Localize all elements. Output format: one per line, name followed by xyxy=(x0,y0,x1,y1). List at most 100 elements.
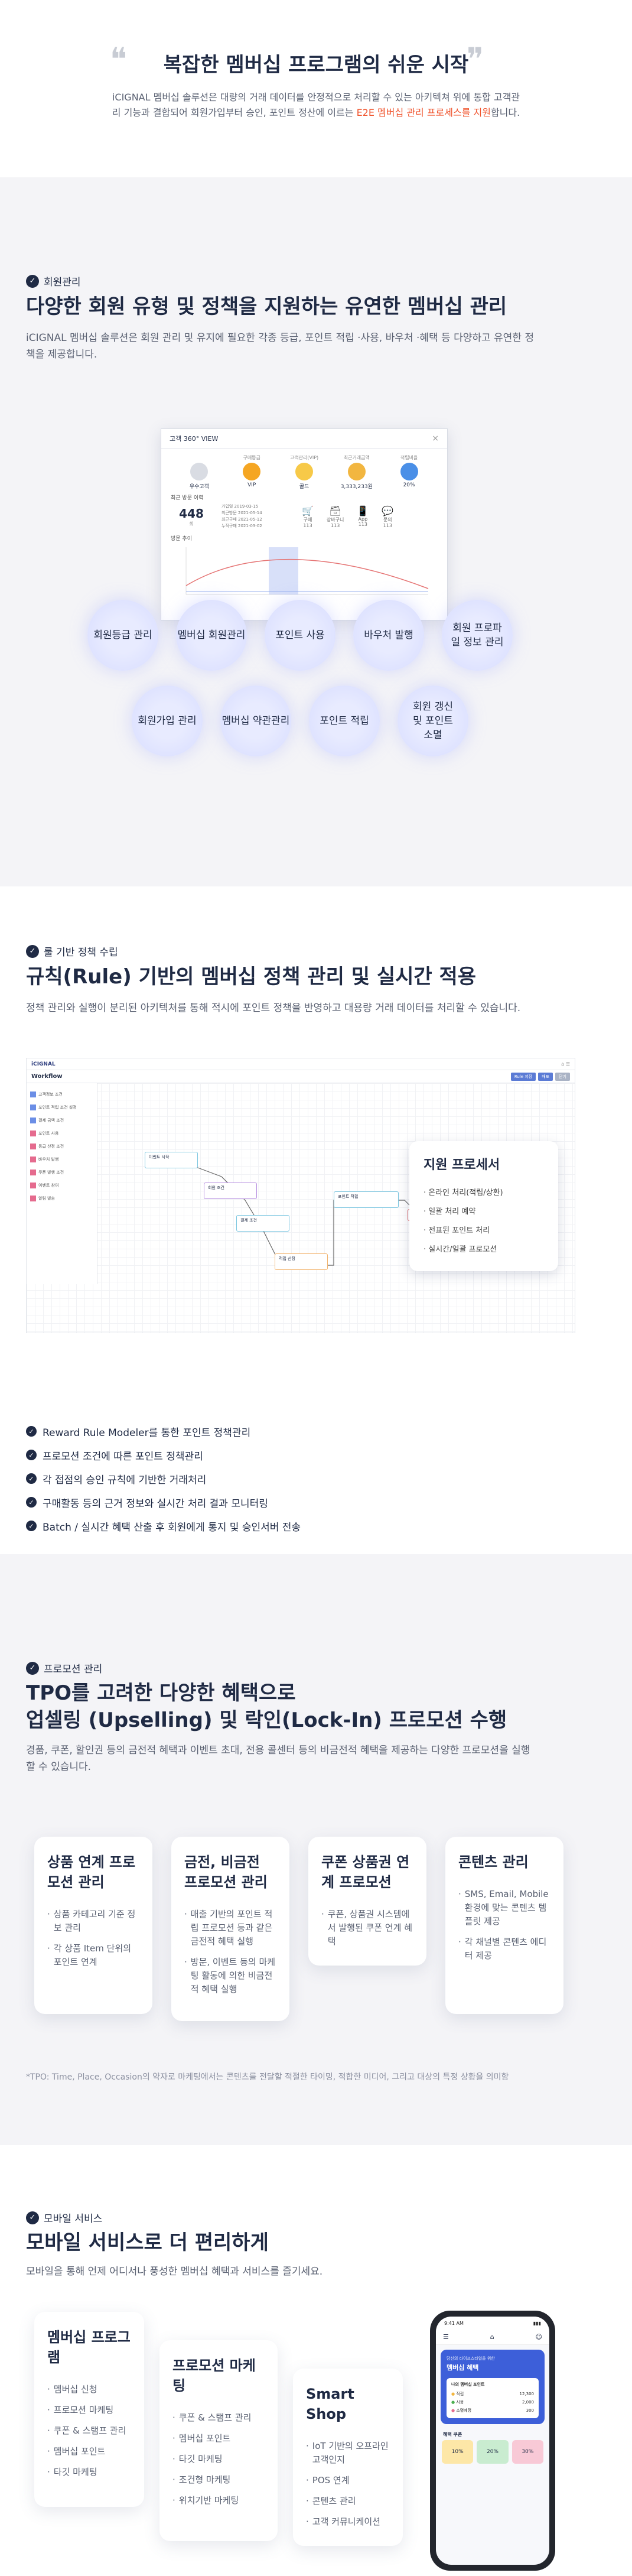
card-title: 콘텐츠 관리 xyxy=(458,1854,529,1870)
tab-workflow[interactable]: Workflow xyxy=(31,1073,63,1080)
rule-tag: ✓ 룰 기반 정책 수립 xyxy=(26,944,118,959)
workflow-node[interactable]: 이벤트 시작 xyxy=(145,1152,198,1168)
workflow-node[interactable]: 회원 조건 xyxy=(204,1183,257,1199)
palette-item[interactable]: 포인트 사용 xyxy=(30,1127,93,1140)
close-icon[interactable]: × xyxy=(432,434,439,443)
card-title: 상품 연계 프로모션 관리 xyxy=(47,1854,136,1890)
medal-icon xyxy=(243,463,261,480)
bubble-renewal: 회원 갱신 및 포인트 소멸 xyxy=(398,686,468,756)
quote-open-icon: ❝ xyxy=(110,41,128,78)
check-icon: ✓ xyxy=(26,274,39,288)
coupon[interactable]: 10% xyxy=(442,2440,474,2464)
mobile-card: Smart Shop ·IoT 기반의 오프라인 고객인지 ·POS 연계 ·콘… xyxy=(293,2369,403,2546)
promo-tag-label: 프로모션 관리 xyxy=(44,1664,103,1675)
palette-item[interactable]: 포인트 적립 조건 설정 xyxy=(30,1101,93,1114)
rule-title: 규칙(Rule) 기반의 멤버십 정책 관리 및 실시간 적용 xyxy=(26,965,477,989)
card-item: ·쿠폰, 상품권 시스템에서 발행된 쿠폰 연계 혜택 xyxy=(321,1909,413,1947)
rule-save-button[interactable]: Rule 저장 xyxy=(510,1072,536,1081)
hero-desc-end: 합니다. xyxy=(490,107,520,118)
bubble-membership: 멤버십 회원관리 xyxy=(176,600,247,671)
card-item: ·POS 연계 xyxy=(306,2475,350,2486)
rule-checklist: ✓Reward Rule Modeler를 통한 포인트 정책관리 ✓프로모션 … xyxy=(26,1419,558,1538)
phone-mockup: 9:41 AM▮▮▮ ☰ ⌂ ☺ 당신의 라이프스타일을 위한 멤버십 혜택 나의 … xyxy=(430,2311,555,2571)
popup-item: · 실시간/일괄 프로모션 xyxy=(423,1245,497,1254)
promo-card: 콘텐츠 관리 ·SMS, Email, Mobile 환경에 맞는 콘텐츠 템플… xyxy=(445,1837,563,2014)
card-item: ·타깃 마케팅 xyxy=(172,2454,223,2464)
promo-title-line1: TPO를 고려한 다양한 혜택으로 xyxy=(26,1681,296,1705)
workflow-header: iCIGNAL ⌂ ☰ xyxy=(27,1058,575,1070)
palette-item[interactable]: 등급 산정 조건 xyxy=(30,1140,93,1153)
palette-item[interactable]: 고객정보 조건 xyxy=(30,1088,93,1101)
rule-tag-label: 룰 기반 정책 수립 xyxy=(44,947,118,959)
popup-item: · 일괄 처리 예약 xyxy=(423,1207,476,1216)
screen-title: 고객 360° VIEW xyxy=(170,435,219,443)
avatar xyxy=(190,463,209,480)
user-icon[interactable]: ☺ xyxy=(535,2333,542,2341)
popup-title: 지원 프로세서 xyxy=(423,1158,500,1172)
coupon[interactable]: 20% xyxy=(477,2440,509,2464)
coupon-row: 10% 20% 30% xyxy=(436,2440,549,2464)
workflow-node[interactable]: 적립 산정 xyxy=(275,1253,328,1270)
mobile-card: 멤버십 프로그램 ·멤버십 신청 ·프로모션 마케팅 ·쿠폰 & 스탬프 관리 … xyxy=(34,2312,144,2507)
close-button[interactable]: 닫기 xyxy=(555,1072,570,1081)
coupon[interactable]: 30% xyxy=(512,2440,543,2464)
palette-item[interactable]: 알림 발송 xyxy=(30,1192,93,1205)
card-item: ·프로모션 마케팅 xyxy=(47,2405,114,2415)
member-section: ✓회원관리 다양한 회원 유형 및 정책을 지원하는 유연한 멤버십 관리 iC… xyxy=(0,177,632,886)
card-item: ·조건형 마케팅 xyxy=(172,2474,231,2485)
visit-trend-chart xyxy=(185,547,429,595)
quote-close-icon: ❞ xyxy=(467,41,484,78)
card-item: ·각 채널별 콘텐츠 에디터 제공 xyxy=(458,1937,547,1961)
promo-card: 금전, 비금전 프로모션 관리 ·매출 기반의 포인트 적립 프로모션 등과 같… xyxy=(171,1837,289,2021)
menu-icon[interactable]: ☰ xyxy=(443,2333,449,2341)
check-icon: ✓ xyxy=(26,1497,37,1508)
check-icon: ✓ xyxy=(26,1473,37,1484)
chart-label: 방문 추이 xyxy=(171,536,192,542)
promo-card: 쿠폰 상품권 연계 프로모션 ·쿠폰, 상품권 시스템에서 발행된 쿠폰 연계 … xyxy=(308,1837,426,1966)
card-title: 프로모션 마케팅 xyxy=(172,2357,256,2394)
promo-card: 상품 연계 프로모션 관리 ·상품 카테고리 기준 정보 관리 ·각 상품 It… xyxy=(34,1837,152,2014)
phone-status-bar: 9:41 AM▮▮▮ xyxy=(436,2317,549,2330)
badge-item: 고객관리(VIP)골드 xyxy=(289,455,319,490)
check-icon: ✓ xyxy=(26,944,39,958)
visit-count: 448 xyxy=(179,506,204,521)
mobile-icon: 📱 xyxy=(357,505,369,517)
card-item: ·위치기반 마케팅 xyxy=(172,2495,239,2506)
palette-item[interactable]: 쿠폰 발행 조건 xyxy=(30,1166,93,1179)
workflow-node[interactable]: 포인트 적립 xyxy=(334,1191,399,1208)
card-title: Smart Shop xyxy=(306,2386,354,2422)
chat-icon: 💬 xyxy=(382,505,394,517)
hero-section: ❝ ❞ 복잡한 멤버십 프로그램의 쉬운 시작 iCIGNAL 멤버십 솔루션은… xyxy=(0,0,632,177)
workflow-node[interactable]: 결제 조건 xyxy=(236,1215,289,1232)
card-item: ·SMS, Email, Mobile 환경에 맞는 콘텐츠 템플릿 제공 xyxy=(458,1889,549,1927)
hero-desc-text: iCIGNAL 멤버십 솔루션은 대량의 거래 데이터를 안정적으로 처리할 수… xyxy=(112,92,520,118)
rule-description: 정책 관리와 실행이 분리된 아키텍쳐를 통해 적시에 포인트 정책을 반영하고… xyxy=(26,1002,521,1014)
badge-item: 우수고객 xyxy=(178,454,220,490)
card-item: ·쿠폰 & 스탬프 관리 xyxy=(47,2425,126,2436)
card-item: ·타깃 마케팅 xyxy=(47,2467,97,2477)
palette-item[interactable]: 이벤트 참여 xyxy=(30,1179,93,1192)
palette-item[interactable]: 결제 금액 조건 xyxy=(30,1114,93,1127)
popup-item: · 전표된 포인트 처리 xyxy=(423,1226,490,1235)
rule-section: ✓ 룰 기반 정책 수립 규칙(Rule) 기반의 멤버십 정책 관리 및 실시간… xyxy=(0,886,632,1554)
bubble-grade: 회원등급 관리 xyxy=(87,600,158,671)
deploy-button[interactable]: 배포 xyxy=(538,1072,553,1081)
card-item: ·각 상품 Item 단위의 포인트 연계 xyxy=(47,1943,132,1967)
home-icon[interactable]: ⌂ xyxy=(490,2333,494,2341)
mobile-title: 모바일 서비스로 더 편리하게 xyxy=(26,2231,269,2255)
percent-icon xyxy=(400,463,418,480)
check-item: ✓Batch / 실시간 혜택 산출 후 회원에게 통지 및 승인서버 전송 xyxy=(26,1514,558,1538)
palette-item[interactable]: 바우처 발행 xyxy=(30,1153,93,1166)
check-icon: ✓ xyxy=(26,1426,37,1437)
smile-icon xyxy=(295,463,313,480)
card-item: ·쿠폰 & 스탬프 관리 xyxy=(172,2412,252,2423)
check-item: ✓프로모션 조건에 따른 포인트 정책관리 xyxy=(26,1443,558,1467)
